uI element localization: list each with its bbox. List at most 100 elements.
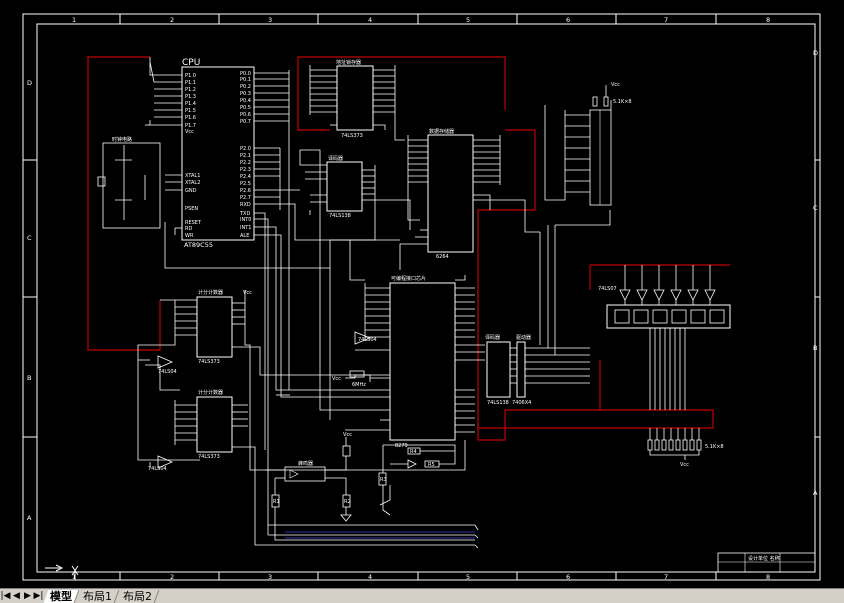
outer-frame [22,13,821,581]
key-matrix: Vcc 5.1K×8 [544,82,632,206]
cpu-right-pin-label: P2.5 [240,181,251,187]
col-label-6: 6 [566,16,570,24]
cpu-title: CPU [182,58,200,68]
title-block-text: 设计单位 名称 [748,555,780,562]
row-label-c-right: C [813,204,818,212]
kbd-controller-chip[interactable]: 可编程接口芯片 8279 [389,275,456,449]
oscillator-label: 6MHz [352,382,366,388]
col-label-4: 4 [368,16,372,24]
highlighted-wires [87,56,730,441]
r3-label: R3 [380,477,387,483]
cpu-right-pin-label: P2.2 [240,160,251,166]
counter-2-title: 计分计数器 [198,389,223,396]
drawing-canvas[interactable]: 1 2 3 4 5 6 7 8 1 2 3 4 5 6 7 8 D C B A … [0,0,844,588]
counter-1-title: 计分计数器 [198,289,223,296]
cpu-right-pin-label: P0.3 [240,91,251,97]
schematic-drawing: 1 2 3 4 5 6 7 8 1 2 3 4 5 6 7 8 D C B A … [22,13,821,581]
next-tab-button[interactable]: ▶ [24,591,31,601]
interconnect-wires [276,121,540,431]
buzzer-title: 蜂鸣器 [298,460,313,467]
latch-title: 地址锁存器 [336,59,361,66]
decoder-chip[interactable]: 译码器 74LS138 [326,155,363,219]
inverter-3: 74LS04 [148,455,174,472]
row-label-d: D [27,79,32,87]
counter-vcc: Vcc [243,290,252,296]
row-label-b: B [27,374,31,382]
col-label-3: 3 [268,16,272,24]
r4-label: R4 [410,449,417,455]
cpu-left-pins: P1.0P1.1P1.2P1.3P1.4P1.5P1.6P1.7VccXTAL1… [185,73,202,239]
ucs-icon [45,564,79,580]
cpu-right-pin-label: P2.1 [240,153,251,159]
ram-wires [399,135,501,270]
tab-layout-1[interactable]: 布局1 [76,589,120,603]
cpu-left-pin-label: RESET [185,220,202,226]
latch-part-name: 74LS373 [341,133,363,139]
kbd-title: 可编程接口芯片 [391,275,426,282]
tab-layout-2-label: 布局2 [123,589,152,603]
col-label-8: 8 [766,16,770,24]
row-label-a: A [27,514,32,522]
cpu-right-pin-label: P0.1 [240,77,251,83]
cpu-part-name: AT89C55 [184,241,213,249]
counter-1-chip[interactable]: 计分计数器 74LS373 [196,289,233,365]
led-vcc: Vcc [680,462,689,468]
decoder-title: 译码器 [328,155,343,162]
title-block: 设计单位 名称 [717,552,816,573]
cpu-left-wires [145,57,330,269]
buzzer-vcc: Vcc [343,432,352,438]
cpu-right-pin-label: ALE [240,233,249,239]
cpu-right-pins: P0.0P0.1P0.2P0.3P0.4P0.5P0.6P0.7P2.0P2.1… [239,71,251,239]
prev-tab-button[interactable]: ◀ [13,591,20,601]
col-label-1: 1 [72,16,76,24]
tab-layout-2[interactable]: 布局2 [116,589,160,603]
cpu-right-pin-label: P0.0 [240,71,251,77]
buzzer-circuit: 蜂鸣器 Vcc R4 R5 R1 R2 R3 [265,432,479,549]
decoder2-chip[interactable]: 译码器 74LS138 [485,334,511,406]
led-display: 74LS07 5.1K×8 Vcc [598,265,731,468]
driver-chip[interactable]: 驱动器 7406X4 [512,334,531,406]
col-label-5: 5 [466,16,470,24]
tab-layout-1-label: 布局1 [83,589,112,603]
col-label-4b: 4 [368,573,372,581]
decoder-part-name: 74LS138 [329,213,351,219]
row-label-c: C [27,234,32,242]
tab-model[interactable]: 模型 [43,589,80,603]
cpu-right-pin-label: P0.4 [240,98,251,104]
cpu-left-pin-label: GND [185,188,197,194]
layout-tab-bar: |◀ ◀ ▶ ▶| 模型 布局1 布局2 [0,588,844,603]
cpu-left-pin-label: XTAL1 [185,173,200,179]
cpu-left-pin-label: RD [185,226,192,232]
col-label-3b: 3 [268,573,272,581]
driver-title: 驱动器 [516,334,531,341]
cpu-chip[interactable]: CPU AT89C55 [181,58,255,249]
col-label-7b: 7 [664,573,668,581]
driver-part-name: 7406X4 [512,400,531,406]
cpu-left-pin-label: P1.1 [185,80,196,86]
col-label-2: 2 [170,16,174,24]
cpu-right-pin-label: P0.7 [240,119,251,125]
row-label-a-right: A [813,489,818,497]
counter-2-part-name: 74LS373 [198,454,220,460]
last-tab-button[interactable]: ▶| [33,591,44,601]
first-tab-button[interactable]: |◀ [0,591,11,601]
r1-label: R1 [273,499,280,505]
counter-2-chip[interactable]: 计分计数器 74LS373 [196,389,233,460]
decoder2-title: 译码器 [485,334,500,341]
led-driver-label: 74LS07 [598,286,617,292]
counter-1-part-name: 74LS373 [198,359,220,365]
cpu-left-pin-label: P1.7 [185,123,196,129]
cpu-right-pin-label: INT1 [240,225,251,231]
col-label-5b: 5 [466,573,470,581]
inverter-1-label: 74LS04 [358,337,377,343]
oscillator: 6MHz Vcc [332,370,366,388]
cpu-left-pin-label: P1.5 [185,108,196,114]
oscillator-vcc: Vcc [332,376,341,382]
cpu-left-pin-label: P1.4 [185,101,196,107]
ram-chip[interactable]: 数据存储器 6264 [427,128,474,260]
latch-chip[interactable]: 地址锁存器 74LS373 [336,59,374,139]
cpu-left-pin-label: P1.0 [185,73,196,79]
inverter-1: 74LS04 [354,331,377,345]
row-label-b-right: B [813,344,817,352]
cpu-right-wires [254,70,390,462]
